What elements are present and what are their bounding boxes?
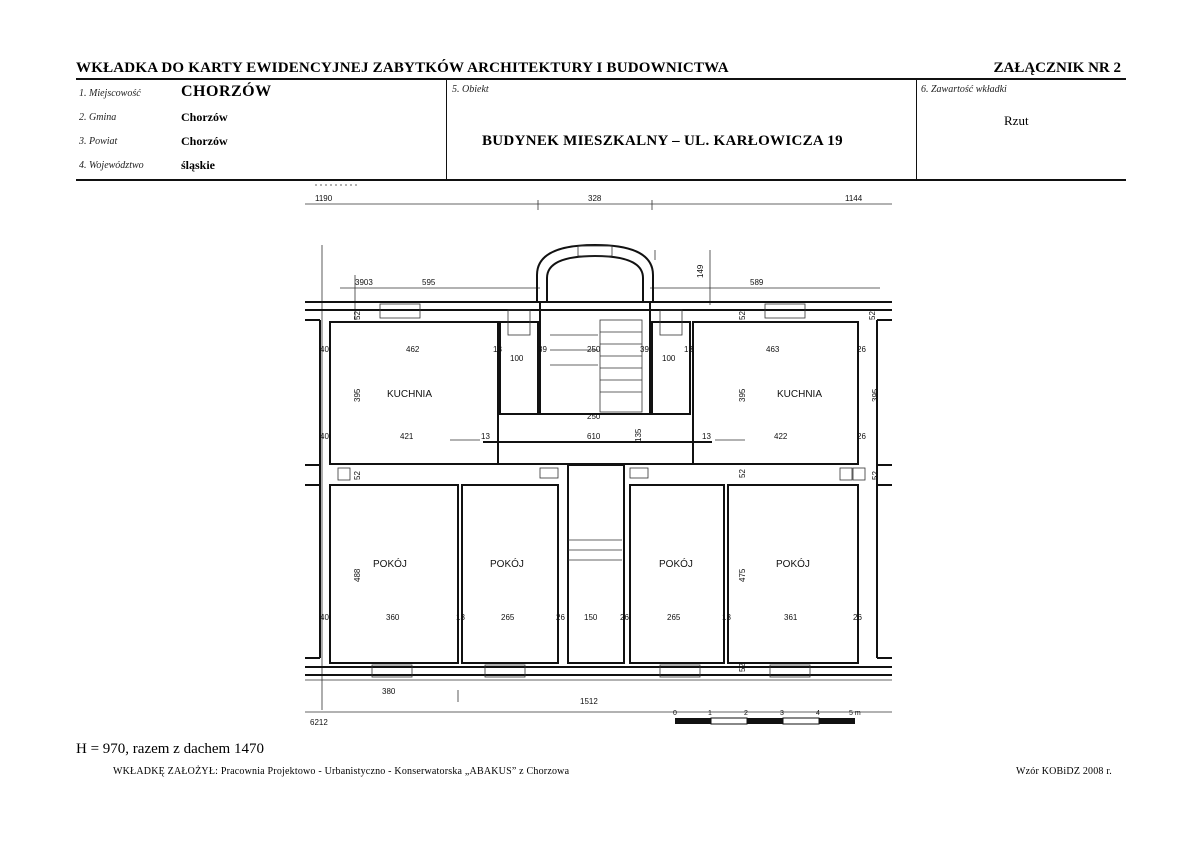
object-value: BUDYNEK MIESZKALNY – UL. KARŁOWICZA 19 (482, 133, 843, 149)
dim-text: 13 (456, 613, 465, 622)
dim-text: 26 (620, 613, 629, 622)
dim-text: 1190 (315, 194, 333, 203)
scale-tick-label: 2 (744, 710, 748, 717)
scale-bar (675, 717, 855, 725)
room-label-room-3: POKÓJ (659, 557, 693, 570)
dim-text: 395 (871, 388, 880, 402)
room-label-room-1: POKÓJ (373, 557, 407, 570)
dim-text: 26 (857, 345, 866, 354)
dim-text: 52 (868, 311, 877, 320)
dim-text: 462 (406, 345, 420, 354)
dim-text: 488 (353, 568, 362, 582)
template-note: Wzór KOBiDZ 2008 r. (1016, 766, 1113, 777)
dim-text: 13 (684, 345, 693, 354)
dim-text: 26 (853, 613, 862, 622)
dim-text: 250 (587, 345, 601, 354)
dim-text: 100 (662, 354, 676, 363)
dim-text: 52 (353, 471, 362, 480)
scale-tick-label: 5 m (849, 710, 861, 717)
object-label: 5. Obiekt (452, 84, 489, 95)
scale-tick-label: 4 (816, 710, 820, 717)
authors-note: WKŁADKĘ ZAŁOŻYŁ: Pracownia Projektowo - … (113, 766, 570, 777)
dim-text: 39 (640, 345, 649, 354)
dim-text: 380 (382, 687, 396, 696)
dim-text: 610 (587, 432, 601, 441)
dim-text: 26 (556, 613, 565, 622)
dim-text: 1512 (580, 697, 598, 706)
dim-text: 3903 (355, 278, 373, 287)
dim-text: 52 (738, 469, 747, 478)
dim-text: 1144 (845, 194, 863, 203)
dim-text: 395 (353, 388, 362, 402)
room-label-room-4: POKÓJ (776, 557, 810, 570)
dim-text: 463 (766, 345, 780, 354)
dim-text: 135 (634, 428, 643, 442)
scale-tick-label: 1 (708, 710, 712, 717)
building-height: H = 970, razem z dachem 1470 (76, 741, 264, 757)
document-title: WKŁADKA DO KARTY EWIDENCYJNEJ ZABYTKÓW A… (76, 60, 729, 76)
scale-tick-label: 3 (780, 710, 784, 717)
dim-text: 360 (386, 613, 400, 622)
scale-tick-label: 0 (673, 710, 677, 717)
dim-text: 6212 (310, 718, 328, 727)
dim-text: 265 (501, 613, 515, 622)
voivodeship-label: 4. Województwo (79, 160, 144, 171)
dim-text: 13 (481, 432, 490, 441)
dim-text: 395 (738, 388, 747, 402)
dim-text: 150 (584, 613, 598, 622)
dim-text: 13 (493, 345, 502, 354)
voivodeship-value: śląskie (181, 158, 216, 172)
room-label-kitchen-left: KUCHNIA (387, 389, 432, 400)
county-label: 3. Powiat (79, 136, 118, 147)
header-bottom-rule (76, 179, 1126, 181)
contents-label: 6. Zawartość wkładki (921, 84, 1007, 95)
dim-text: 52 (871, 471, 880, 480)
dim-text: 265 (667, 613, 681, 622)
header-divider-right (916, 80, 917, 179)
dim-text: 13 (702, 432, 711, 441)
dim-text: 421 (400, 432, 414, 441)
room-label-room-2: POKÓJ (490, 557, 524, 570)
dim-text: 52 (353, 311, 362, 320)
dim-text: 40 (320, 432, 329, 441)
header-top-rule (76, 78, 1126, 80)
dim-text: 250 (587, 412, 601, 421)
dim-text: 589 (750, 278, 764, 287)
commune-label: 2. Gmina (79, 112, 117, 123)
dim-text: 40 (320, 345, 329, 354)
dim-text: 26 (857, 432, 866, 441)
county-value: Chorzów (181, 134, 228, 148)
dim-text: 52 (738, 311, 747, 320)
dim-text: 595 (422, 278, 436, 287)
locality-label: 1. Miejscowość (79, 88, 141, 99)
dim-text: 422 (774, 432, 788, 441)
dim-text: 100 (510, 354, 524, 363)
locality-value: CHORZÓW (181, 83, 272, 100)
dim-text: 52 (738, 663, 747, 672)
dim-text: 39 (538, 345, 547, 354)
dim-text: 13 (722, 613, 731, 622)
room-label-kitchen-right: KUCHNIA (777, 389, 822, 400)
header-divider-left (446, 80, 447, 179)
dim-text: 149 (696, 264, 705, 278)
floor-plan: 1190 328 1144 3903 595 589 149 52 52 52 … (305, 184, 892, 727)
contents-value: Rzut (1004, 113, 1029, 128)
commune-value: Chorzów (181, 110, 228, 124)
dim-text: 475 (738, 568, 747, 582)
dim-text: 40 (320, 613, 329, 622)
dim-text: 361 (784, 613, 798, 622)
annex-label: ZAŁĄCZNIK NR 2 (993, 60, 1121, 76)
dim-text: 328 (588, 194, 602, 203)
